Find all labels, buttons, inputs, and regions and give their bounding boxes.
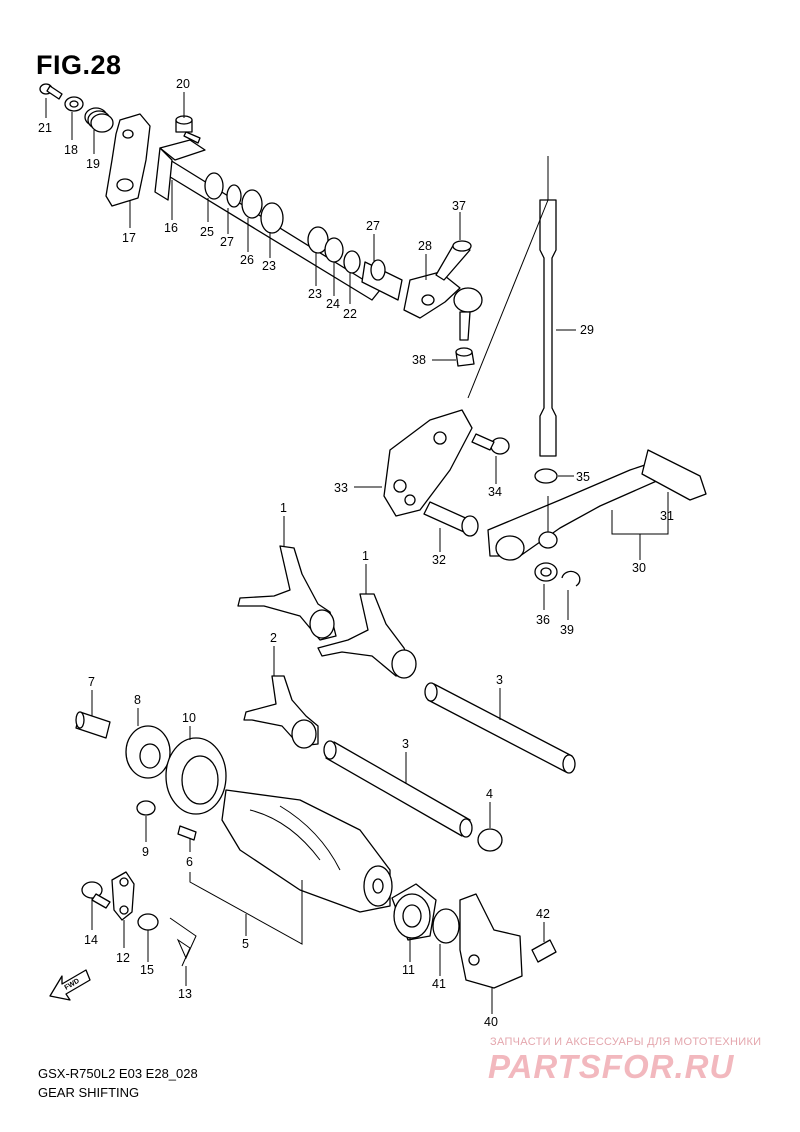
- part-label: 2: [270, 631, 277, 645]
- part-label: 13: [178, 987, 192, 1001]
- part-label: 18: [64, 143, 78, 157]
- part-label: 14: [84, 933, 98, 947]
- model-code: GSX-R750L2 E03 E28_028: [38, 1066, 198, 1081]
- shift-shaft-assembly: [39, 83, 483, 367]
- part-label: 8: [134, 693, 141, 707]
- shift-lever-assembly: [383, 409, 707, 587]
- watermark-logo: PARTSFOR.RU: [488, 1048, 735, 1085]
- shift-drum-assembly: [75, 711, 557, 989]
- part-label: 5: [242, 937, 249, 951]
- figure-title: FIG.28: [36, 50, 122, 80]
- part-label: 41: [432, 977, 446, 991]
- part-label: 7: [88, 675, 95, 689]
- part-label: 1: [362, 549, 369, 563]
- fwd-arrow-icon: FWD: [49, 969, 91, 1001]
- part-label: 33: [334, 481, 348, 495]
- leader-lines: [45, 92, 669, 1014]
- fork-shafts: [323, 682, 576, 852]
- part-label: 3: [496, 673, 503, 687]
- part-label: 28: [418, 239, 432, 253]
- part-label: 21: [38, 121, 52, 135]
- part-label: 16: [164, 221, 178, 235]
- part-label: 25: [200, 225, 214, 239]
- figure-name: GEAR SHIFTING: [38, 1085, 140, 1100]
- part-label: 6: [186, 855, 193, 869]
- part-label: 26: [240, 253, 254, 267]
- part-label: 22: [343, 307, 357, 321]
- part-label: 10: [182, 711, 196, 725]
- part-label: 36: [536, 613, 550, 627]
- part-label: 39: [560, 623, 574, 637]
- part-label: 11: [402, 963, 415, 977]
- part-number-labels: 21 18 19 20 17 16 25 27 26 23 27 37 28 2…: [38, 77, 674, 1029]
- shift-forks: [237, 545, 417, 749]
- watermark-tagline: ЗАПЧАСТИ И АКСЕССУАРЫ ДЛЯ МОТОТЕХНИКИ: [490, 1036, 762, 1048]
- part-label: 1: [280, 501, 287, 515]
- part-label: 42: [536, 907, 550, 921]
- part-label: 23: [308, 287, 322, 301]
- part-label: 23: [262, 259, 276, 273]
- part-label: 30: [632, 561, 646, 575]
- part-label: 27: [366, 219, 380, 233]
- part-label: 15: [140, 963, 154, 977]
- part-label: 12: [116, 951, 130, 965]
- shift-rod: [467, 156, 557, 457]
- part-label: 19: [86, 157, 100, 171]
- part-label: 38: [412, 353, 426, 367]
- part-label: 4: [486, 787, 493, 801]
- part-label: 37: [452, 199, 466, 213]
- part-label: 35: [576, 470, 590, 484]
- part-label: 9: [142, 845, 149, 859]
- part-label: 34: [488, 485, 502, 499]
- part-label: 29: [580, 323, 594, 337]
- part-label: 3: [402, 737, 409, 751]
- part-label: 32: [432, 553, 446, 567]
- part-label: 40: [484, 1015, 498, 1029]
- part-label: 20: [176, 77, 190, 91]
- part-label: 31: [660, 509, 674, 523]
- part-label: 27: [220, 235, 234, 249]
- part-label: 24: [326, 297, 340, 311]
- part-label: 17: [122, 231, 136, 245]
